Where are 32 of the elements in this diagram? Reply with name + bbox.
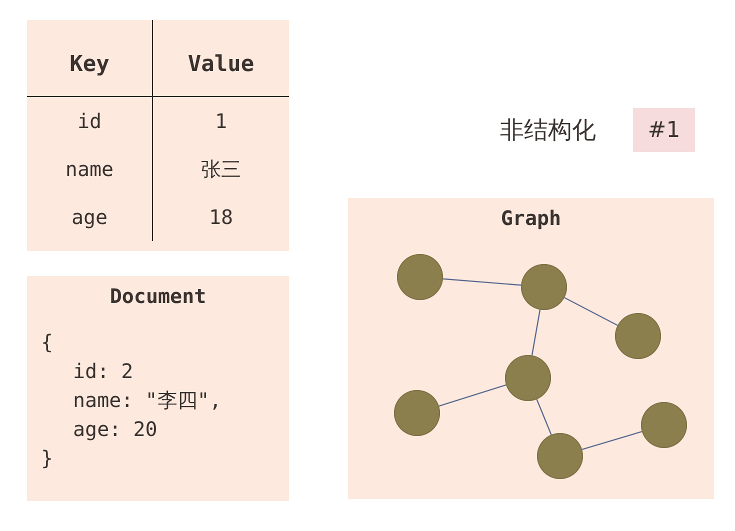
graph-node-circle [537, 433, 583, 479]
table-header: Value [188, 52, 254, 76]
graph-panel [348, 198, 714, 499]
document-panel [27, 276, 289, 501]
graph-edge [531, 310, 541, 356]
graph-edge [564, 297, 618, 326]
section-title: 非结构化 [500, 115, 596, 146]
graph-edge [442, 278, 522, 286]
graph-edge [582, 431, 642, 450]
graph-node-circle [615, 313, 661, 359]
graph-edge [438, 384, 506, 407]
number-badge: #1 [633, 108, 695, 152]
code-line: id: 2 [72, 358, 134, 385]
code-line: } [40, 445, 54, 472]
graph-node-circle [521, 264, 567, 310]
code-line: name: "李四", [72, 387, 222, 414]
table-cell: age [71, 205, 108, 229]
graph-node-circle [397, 254, 443, 300]
code-line: age: 20 [72, 416, 158, 443]
table-cell: 1 [214, 109, 228, 133]
table-cell: id [77, 109, 102, 133]
table-cell: 18 [208, 205, 234, 229]
panel-title: Graph [500, 206, 562, 230]
panel-title: Document [108, 284, 208, 308]
table-cell: 张三 [201, 156, 241, 182]
graph-node-circle [394, 390, 440, 436]
table-header: Key [70, 52, 110, 76]
code-line: { [40, 329, 54, 356]
graph-node-circle [505, 355, 551, 401]
graph-edge [536, 399, 552, 435]
graph-node-circle [641, 402, 687, 448]
table-cell: name [65, 157, 114, 181]
